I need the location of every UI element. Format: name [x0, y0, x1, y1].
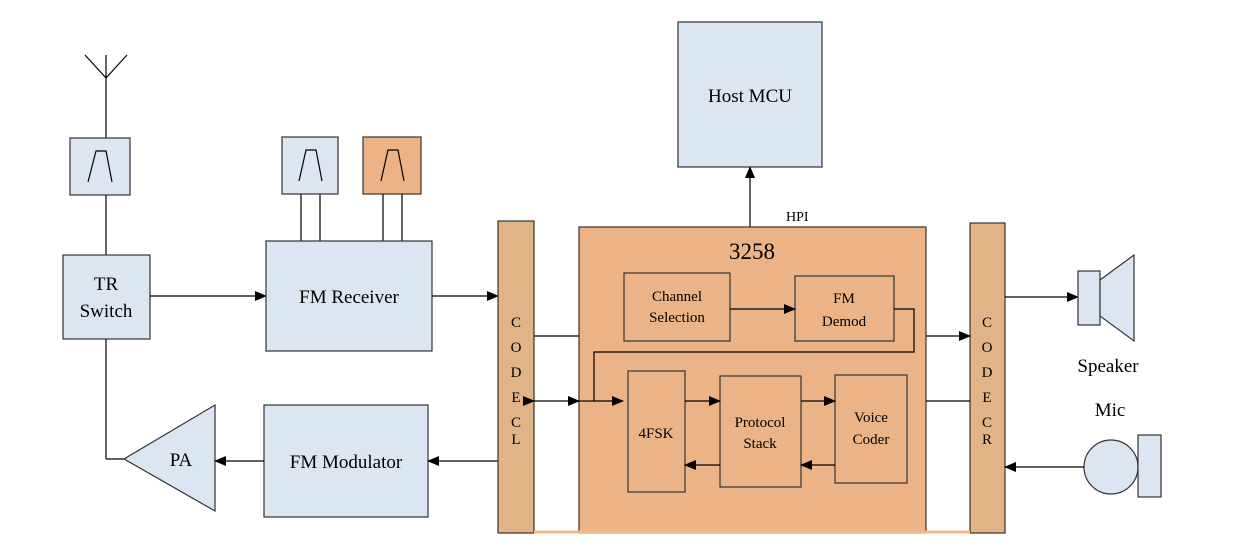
channel-selection-label-line1: Channel: [652, 289, 702, 305]
mic-label: Mic: [1095, 400, 1126, 421]
codec-left-letter-d: D: [511, 365, 522, 381]
codec-right-letter-r: R: [982, 432, 992, 448]
codec-right-letter-e: E: [982, 390, 991, 406]
codec-left-letter-c: C: [511, 315, 521, 331]
tr-switch-label-line1: TR: [94, 274, 119, 295]
demod-to-4fsk-arrow: [593, 308, 915, 406]
host-mcu-block: Host MCU: [677, 21, 823, 168]
host-mcu-label: Host MCU: [708, 86, 792, 107]
protocol-stack-label-line1: Protocol: [735, 415, 786, 431]
protocol-stack-block: Protocol Stack: [719, 375, 802, 488]
4fsk-label: 4FSK: [638, 426, 673, 442]
tr-switch-label-line2: Switch: [80, 301, 133, 322]
fm-receiver-block: FM Receiver: [265, 240, 433, 352]
codec-right-block: C O D E C R: [969, 222, 1006, 534]
codec-left-letter-e: E: [511, 390, 520, 406]
fm-demod-block: FM Demod: [794, 275, 895, 342]
receiver-filter-2: [362, 136, 422, 195]
mic-icon: [1083, 434, 1162, 498]
4fsk-block: 4FSK: [627, 370, 686, 493]
codec-left-block: C O D E C L: [497, 220, 535, 534]
fm-demod-label-line2: Demod: [822, 314, 867, 330]
tr-switch-block: TR Switch: [62, 254, 151, 340]
antenna-icon: [84, 54, 128, 138]
fm-modulator-label: FM Modulator: [290, 452, 403, 473]
codec-right-letter-d: D: [982, 365, 993, 381]
antenna-filter: [69, 137, 131, 196]
codec-right-letter-c2: C: [982, 415, 992, 431]
codec-right-letter-o: O: [982, 340, 993, 356]
channel-selection-block: Channel Selection: [623, 272, 731, 342]
voice-coder-label-line2: Coder: [853, 432, 890, 448]
protocol-stack-label-line2: Stack: [743, 436, 777, 452]
fm-demod-label-line1: FM: [833, 291, 855, 307]
fm-receiver-label: FM Receiver: [299, 287, 399, 308]
chip-3258-label: 3258: [729, 239, 775, 264]
pa-label: PA: [170, 450, 193, 471]
codec-left-letter-l: L: [511, 432, 520, 448]
filter-connections: [300, 194, 403, 241]
speaker-icon: [1077, 253, 1135, 343]
codec-right-letter-c: C: [982, 315, 992, 331]
speaker-label: Speaker: [1077, 356, 1139, 377]
channel-selection-label-line2: Selection: [649, 310, 705, 326]
codec-left-letter-c2: C: [511, 415, 521, 431]
receiver-filter-1: [281, 136, 339, 195]
voice-coder-block: Voice Coder: [834, 374, 908, 484]
pa-block: PA: [122, 403, 216, 513]
hpi-label: HPI: [786, 210, 809, 225]
codec-left-letter-o: O: [511, 340, 522, 356]
fm-modulator-block: FM Modulator: [263, 404, 429, 518]
voice-coder-label-line1: Voice: [854, 410, 888, 426]
